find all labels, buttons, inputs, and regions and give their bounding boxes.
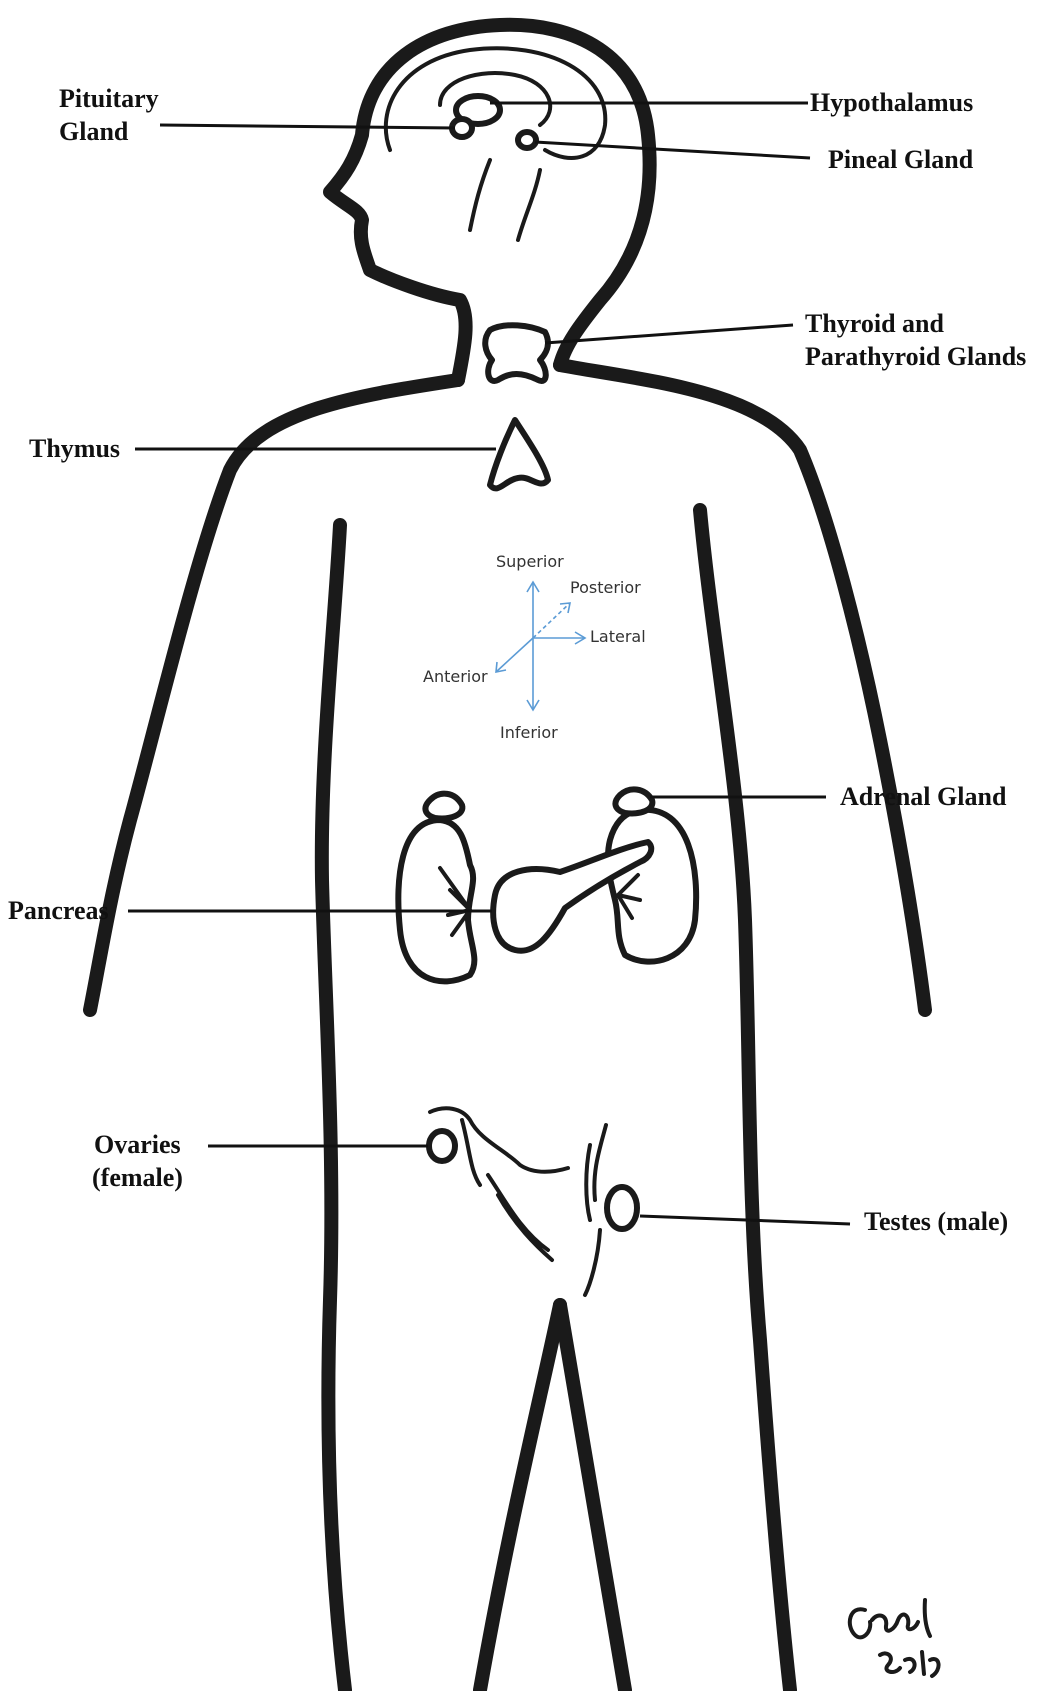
organ-labels: Pituitary Gland Hypothalamus Pineal Glan… <box>8 84 1026 1236</box>
label-hypothalamus: Hypothalamus <box>810 88 973 117</box>
ovary-shape <box>429 1131 455 1161</box>
body-outline <box>90 25 925 1690</box>
label-pancreas: Pancreas <box>8 896 109 925</box>
arrow-anterior <box>496 638 533 672</box>
label-thyroid-line1: Thyroid and <box>805 309 945 338</box>
thymus-shape <box>490 420 548 488</box>
inner-leg-left <box>480 1305 560 1690</box>
label-testes: Testes (male) <box>864 1207 1008 1236</box>
signature-scribble <box>850 1600 939 1676</box>
arrow-posterior <box>533 603 570 638</box>
right-adrenal <box>615 789 652 813</box>
artist-signature <box>850 1600 939 1676</box>
thyroid-shape <box>485 325 548 381</box>
label-pineal: Pineal Gland <box>828 145 974 174</box>
label-adrenal: Adrenal Gland <box>840 782 1007 811</box>
direction-posterior: Posterior <box>570 578 641 597</box>
reproductive-organs <box>429 1108 637 1295</box>
abdominal-organs <box>398 789 696 981</box>
label-pituitary-line2: Gland <box>59 117 129 146</box>
direction-compass: Superior Posterior Lateral Anterior Infe… <box>423 552 646 742</box>
penis-line <box>585 1230 600 1295</box>
label-thyroid-line2: Parathyroid Glands <box>805 342 1026 371</box>
leader-pineal <box>535 142 810 158</box>
pineal-shape <box>518 132 536 148</box>
testis-shape <box>607 1187 637 1229</box>
brain-stem <box>470 160 540 240</box>
direction-superior: Superior <box>496 552 564 571</box>
label-ovaries-line1: Ovaries <box>94 1130 181 1159</box>
direction-lateral: Lateral <box>590 627 646 646</box>
right-kidney <box>608 810 696 962</box>
inner-leg-right <box>560 1305 625 1690</box>
leader-testes <box>640 1216 850 1224</box>
label-thymus: Thymus <box>29 434 120 463</box>
right-torso <box>700 510 790 1690</box>
leader-pituitary <box>160 125 455 128</box>
label-ovaries-line2: (female) <box>92 1163 183 1192</box>
label-pituitary-line1: Pituitary <box>59 84 159 113</box>
direction-anterior: Anterior <box>423 667 488 686</box>
testis-cord <box>586 1125 606 1220</box>
uterus-line <box>488 1175 552 1260</box>
direction-inferior: Inferior <box>500 723 558 742</box>
left-adrenal <box>425 794 462 819</box>
left-torso <box>322 525 345 1690</box>
